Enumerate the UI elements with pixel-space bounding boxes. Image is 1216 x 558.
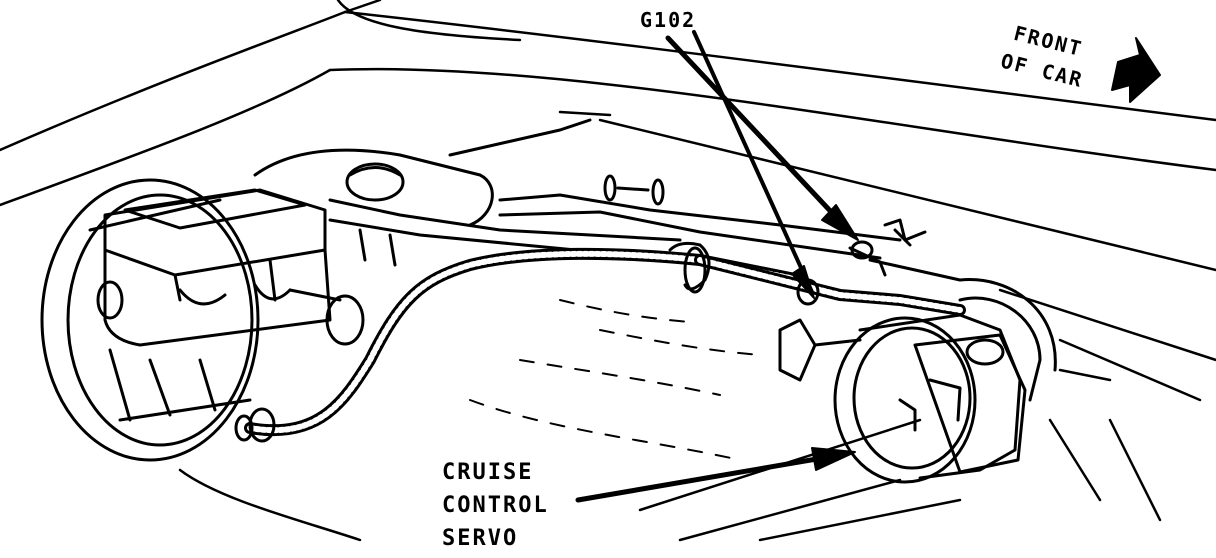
firewall-rail — [448, 118, 902, 260]
servo-label-line2: CONTROL — [442, 493, 549, 518]
g102-label: G102 — [640, 8, 697, 32]
cruise-control-servo — [778, 258, 1057, 484]
cruise-control-conduit — [234, 241, 966, 443]
dashed-contours — [469, 299, 761, 461]
servo-label-line1: CRUISE — [442, 460, 534, 485]
pointer-arrows — [575, 30, 859, 503]
servo-label-line3: SERVO — [442, 526, 519, 551]
brake-booster — [40, 178, 260, 462]
front-of-car-arrow-icon — [1111, 37, 1161, 103]
master-cylinder — [96, 188, 365, 347]
cruise-control-servo-label: CRUISE CONTROL SERVO — [442, 456, 549, 555]
